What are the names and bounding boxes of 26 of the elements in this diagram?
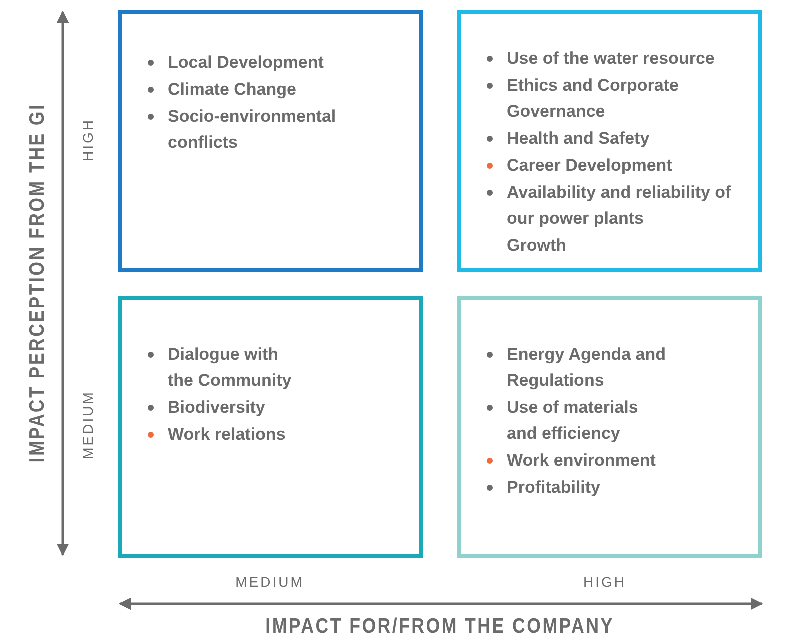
list-item-text: Health and Safety [507, 129, 650, 148]
axis-tick-label: MEDIUM [80, 390, 96, 460]
list-item-text: Availability and reliability of our power plants [507, 183, 732, 228]
quadrant-box [118, 296, 423, 558]
list-item-text: Climate Change [168, 80, 296, 99]
axis-tick-label: MEDIUM [236, 574, 304, 590]
list-item-text: Use of the water resource [507, 49, 715, 68]
list-item-text: Work environment [507, 451, 656, 470]
list-item-text: Career Development [507, 156, 672, 175]
quadrant-box [457, 296, 762, 558]
list-item-text: Growth [507, 236, 566, 255]
list-item-text: Profitability [507, 478, 601, 497]
list-item-text: Ethics and Corporate Governance [507, 76, 679, 121]
axis-title: IMPACT FOR/FROM THE COMPANY [266, 615, 614, 639]
list-item-text: Energy Agenda and Regulations [507, 345, 666, 390]
quadrant-box [118, 10, 423, 272]
list-item-text: Biodiversity [168, 398, 266, 417]
list-item-text: Work relations [168, 425, 286, 444]
quadrant-box [457, 10, 762, 272]
list-item-text: Local Development [168, 53, 324, 72]
axis-title: IMPACT PERCEPTION FROM THE GI [26, 103, 50, 463]
axis-tick-label: HIGH [80, 118, 96, 162]
list-item-text: Dialogue with the Community [168, 345, 292, 390]
axis-tick-label: HIGH [584, 574, 626, 590]
list-item-text: Use of materials and efficiency [507, 398, 638, 443]
list-item-text: Socio-environmental conflicts [168, 107, 336, 152]
